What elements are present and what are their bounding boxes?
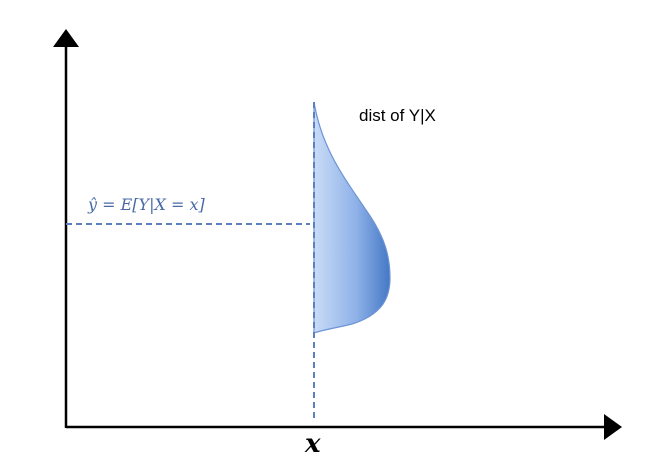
conditional-distribution-curve: [313, 101, 391, 334]
prediction-label: ŷ = E[Y|X = x]: [87, 195, 205, 214]
distribution-label: dist of Y|X: [359, 106, 436, 125]
y-axis-arrowhead: [53, 29, 79, 47]
x-value-label: x: [304, 429, 321, 459]
x-axis-arrowhead: [604, 414, 622, 440]
